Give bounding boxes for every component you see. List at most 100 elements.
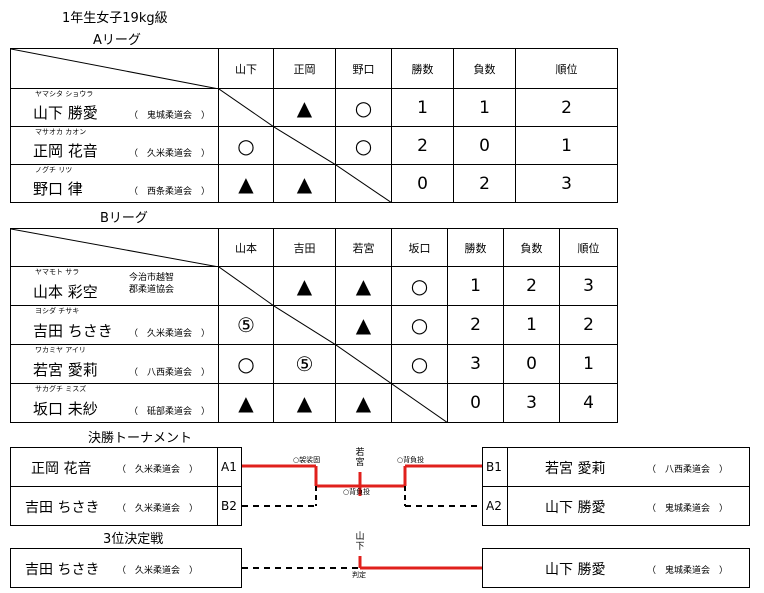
result-cell: ○ [218, 344, 274, 384]
header-cell: 勝数 [391, 48, 454, 89]
result-cell: ○ [218, 126, 274, 165]
third-place-label: 3位決定戦 [103, 532, 164, 547]
result-cell: ▲ [218, 164, 274, 203]
losses-cell: 0 [503, 344, 560, 384]
result-cell: ⑤ [218, 305, 274, 345]
league-a-label: Aリーグ [93, 33, 141, 48]
club-name: （ 久米柔道会 ） [117, 566, 199, 576]
league-b-label: Bリーグ [100, 211, 148, 226]
wins-cell: 0 [391, 164, 454, 203]
rank-cell: 2 [515, 88, 618, 127]
club-name: （ 久米柔道会 ） [117, 465, 199, 475]
athlete-name: 坂口 未紗 [33, 400, 98, 418]
bracket-entry: 吉田 ちさき （ 久米柔道会 ） B2 [10, 486, 242, 526]
losses-cell: 3 [503, 383, 560, 423]
wins-cell: 3 [447, 344, 504, 384]
athlete-name: 吉田 ちさき [25, 562, 100, 578]
athlete-name: 山下 勝愛 [545, 500, 606, 516]
rank-cell: 2 [559, 305, 618, 345]
rank-cell: 3 [559, 266, 618, 306]
league-b-table: 山本 吉田 若宮 坂口 勝数 負数 順位 ヤマモト サラ 山本 彩空 今治市越智… [10, 228, 618, 423]
technique-note: ○背負投 [397, 456, 425, 464]
result-cell: ○ [335, 88, 392, 127]
wins-cell: 0 [447, 383, 504, 423]
seed-label: A1 [221, 460, 237, 474]
diagonal-cell [335, 164, 392, 203]
furigana: ヤマシタ ショウラ [35, 90, 94, 98]
result-cell: ▲ [273, 383, 336, 423]
athlete-name: 吉田 ちさき [33, 322, 113, 340]
club-name: 今治市越智郡柔道協会 [129, 272, 174, 296]
final-label: 決勝トーナメント [88, 431, 193, 446]
club-line: 今治市越智 [129, 273, 175, 283]
bracket-entry: A2 山下 勝愛 （ 鬼城柔道会 ） [482, 486, 750, 526]
wins-cell: 2 [447, 305, 504, 345]
rank-cell: 1 [559, 344, 618, 384]
athlete-cell: ヨシダ チサキ 吉田 ちさき （ 久米柔道会 ） [10, 305, 219, 345]
club-line: 郡柔道協会 [129, 285, 175, 295]
league-a-table: 山下 正岡 野口 勝数 負数 順位 ヤマシタ ショウラ 山下 勝愛 （ 鬼城柔道… [10, 48, 618, 203]
club-name: （ 西条柔道会 ） [129, 187, 211, 197]
club-name: （ 久米柔道会 ） [129, 149, 211, 159]
losses-cell: 1 [453, 88, 516, 127]
athlete-name: 野口 律 [33, 180, 83, 198]
rank-cell: 4 [559, 383, 618, 423]
athlete-name: 吉田 ちさき [25, 500, 100, 516]
diagonal-cell [391, 383, 448, 423]
corner-cell [10, 228, 219, 267]
athlete-name: 山本 彩空 [33, 283, 98, 301]
athlete-cell: ヤマモト サラ 山本 彩空 今治市越智郡柔道協会 [10, 266, 219, 306]
result-cell: ▲ [335, 383, 392, 423]
result-cell: ▲ [273, 88, 336, 127]
seed-label: A2 [486, 499, 502, 513]
club-name: （ 久米柔道会 ） [129, 329, 211, 339]
result-cell: ○ [335, 126, 392, 165]
club-name: （ 久米柔道会 ） [117, 504, 199, 514]
wins-cell: 2 [391, 126, 454, 165]
bracket-entry: B1 若宮 愛莉 （ 八西柔道会 ） [482, 447, 750, 487]
third-winner-vertical: 山下 [355, 532, 365, 552]
furigana: マサオカ カオン [35, 128, 87, 136]
furigana: サカグチ ミスズ [35, 385, 87, 393]
athlete-name: 若宮 愛莉 [545, 461, 606, 477]
page-title: 1年生女子19kg級 [62, 11, 168, 26]
technique-note: ○袈裟固 [293, 456, 321, 464]
technique-note: ○背負投 [343, 488, 371, 496]
wins-cell: 1 [447, 266, 504, 306]
athlete-cell: ノグチ リツ 野口 律 （ 西条柔道会 ） [10, 164, 219, 203]
furigana: ノグチ リツ [35, 166, 73, 174]
header-cell: 負数 [503, 228, 560, 267]
club-name: （ 鬼城柔道会 ） [647, 504, 729, 514]
diagonal-cell [273, 305, 336, 345]
athlete-cell: サカグチ ミスズ 坂口 未紗 （ 砥部柔道会 ） [10, 383, 219, 423]
decision-note: 判定 [352, 571, 366, 579]
result-cell: ▲ [218, 383, 274, 423]
header-cell: 野口 [335, 48, 392, 89]
header-cell: 若宮 [335, 228, 392, 267]
header-cell: 山下 [218, 48, 274, 89]
club-name: （ 八西柔道会 ） [647, 465, 729, 475]
bracket-entry: 吉田 ちさき （ 久米柔道会 ） [10, 548, 242, 588]
athlete-cell: ワカミヤ アイリ 若宮 愛莉 （ 八西柔道会 ） [10, 344, 219, 384]
furigana: ワカミヤ アイリ [35, 346, 86, 354]
header-cell: 吉田 [273, 228, 336, 267]
rank-cell: 3 [515, 164, 618, 203]
bracket-entry: 山下 勝愛 （ 鬼城柔道会 ） [482, 548, 750, 588]
bracket-entry: 正岡 花音 （ 久米柔道会 ） A1 [10, 447, 242, 487]
athlete-name: 山下 勝愛 [545, 562, 606, 578]
seed-label: B2 [221, 499, 237, 513]
club-name: （ 砥部柔道会 ） [129, 407, 211, 417]
result-cell: ▲ [335, 266, 392, 306]
athlete-name: 山下 勝愛 [33, 104, 98, 122]
losses-cell: 2 [453, 164, 516, 203]
club-name: （ 鬼城柔道会 ） [647, 566, 729, 576]
result-cell: ⑤ [273, 344, 336, 384]
result-cell: ▲ [335, 305, 392, 345]
furigana: ヨシダ チサキ [35, 307, 80, 315]
result-cell: ○ [391, 344, 448, 384]
athlete-name: 正岡 花音 [31, 461, 92, 477]
diagonal-cell [335, 344, 392, 384]
club-name: （ 八西柔道会 ） [129, 368, 211, 378]
club-name: （ 鬼城柔道会 ） [129, 111, 211, 121]
